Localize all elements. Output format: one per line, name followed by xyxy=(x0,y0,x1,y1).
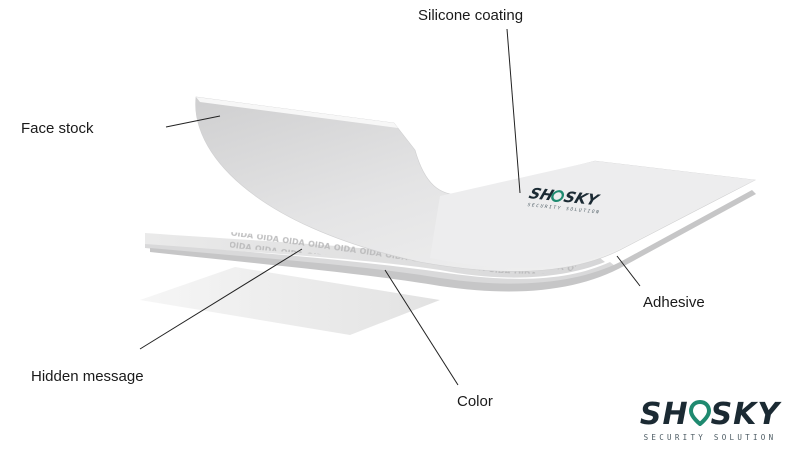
leader-hidden-message xyxy=(139,248,303,350)
label-face-stock: Face stock xyxy=(21,120,94,137)
label-hidden-message: Hidden message xyxy=(31,368,144,385)
sheet-logo-pin-icon xyxy=(551,190,565,203)
logo-wordmark: SH SKY xyxy=(630,400,790,430)
sheet-logo-wordmark: SH xyxy=(527,185,557,205)
adhesive-layer xyxy=(150,190,756,292)
shosky-logo: SH SKY SECURITY SOLUTION xyxy=(630,400,790,444)
logo-wordmark-start: SH xyxy=(639,397,689,432)
leader-silicone-coating xyxy=(506,28,521,194)
leader-color xyxy=(384,269,459,386)
label-color: Color xyxy=(457,393,493,410)
leader-face-stock xyxy=(165,115,221,128)
color-layer xyxy=(145,244,615,287)
base-liner-layer xyxy=(140,267,440,335)
location-pin-icon xyxy=(688,399,711,427)
label-adhesive: Adhesive xyxy=(643,294,705,311)
logo-wordmark-end: SKY xyxy=(710,397,781,432)
face-stock-edge xyxy=(196,97,398,128)
label-silicone-coating: Silicone coating xyxy=(418,7,524,24)
logo-tagline: SECURITY SOLUTION xyxy=(643,433,777,442)
sheet-printed-logo: SH SKY SECURITY SOLUTION xyxy=(526,185,602,216)
sheet-logo-wordmark-end: SKY xyxy=(561,188,602,209)
leader-adhesive xyxy=(616,255,641,287)
face-stock-flat-surface xyxy=(430,161,755,269)
